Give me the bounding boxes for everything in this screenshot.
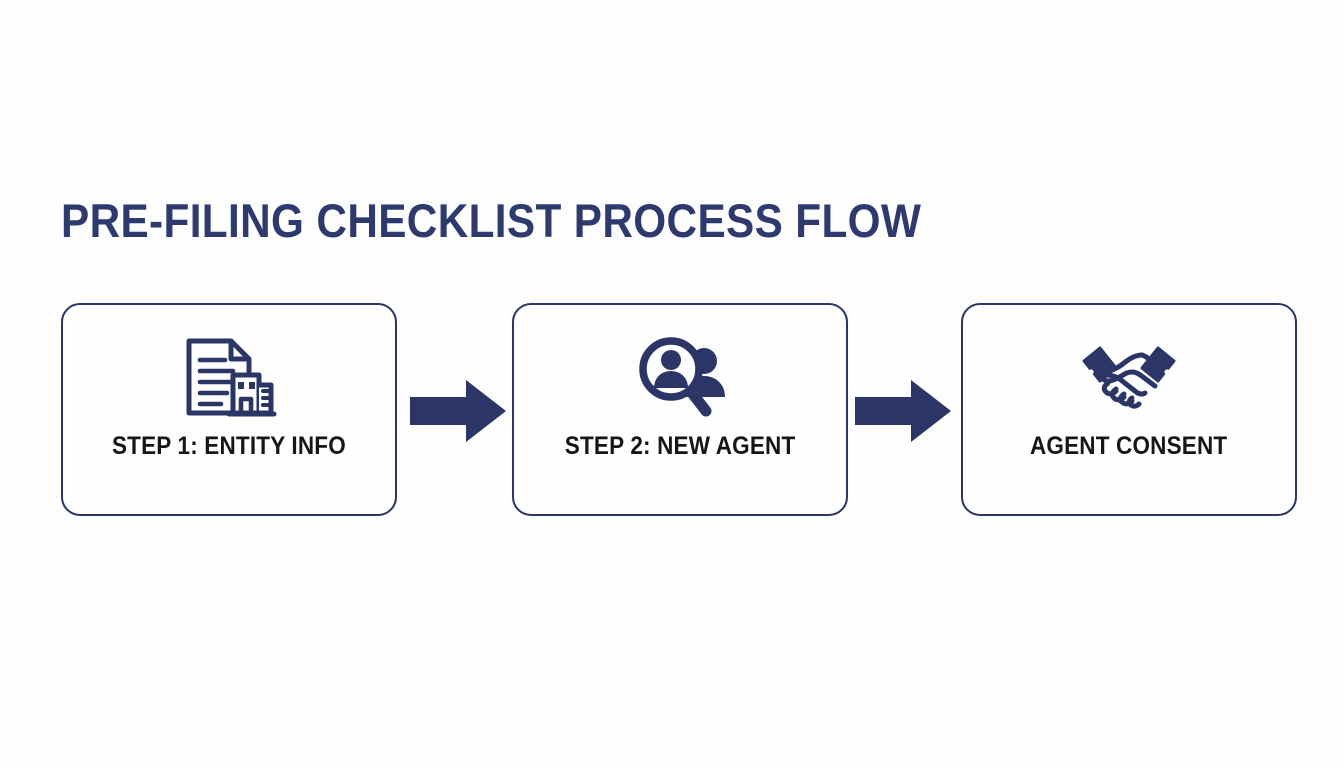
- step-card-entity-info[interactable]: STEP 1: ENTITY INFO: [61, 303, 397, 516]
- arrow-right-icon: [855, 380, 951, 442]
- process-flow-row: STEP 1: ENTITY INFO STEP 2: NEW AGEN: [0, 303, 1344, 519]
- step-card-label: STEP 1: ENTITY INFO: [112, 432, 346, 460]
- arrow-right-icon: [410, 380, 506, 442]
- step-card-agent-consent[interactable]: AGENT CONSENT: [961, 303, 1297, 516]
- step-card-label: STEP 2: NEW AGENT: [564, 432, 796, 460]
- step-card-label: AGENT CONSENT: [1030, 432, 1228, 460]
- person-search-icon: [632, 337, 728, 417]
- step-card-new-agent[interactable]: STEP 2: NEW AGENT: [512, 303, 848, 516]
- page-title: PRE-FILING CHECKLIST PROCESS FLOW: [61, 194, 922, 247]
- document-building-icon: [181, 338, 277, 417]
- handshake-icon: [1076, 338, 1182, 416]
